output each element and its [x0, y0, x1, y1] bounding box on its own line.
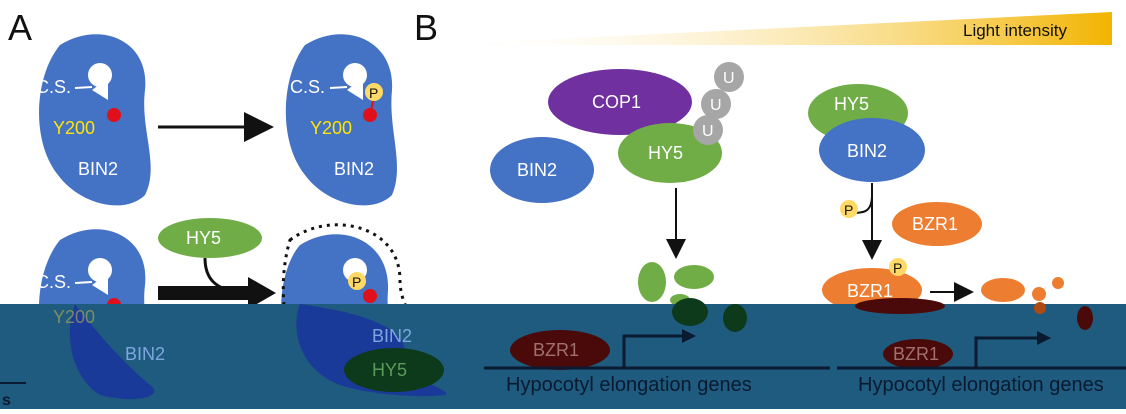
y200-label-overlay: Y200 [53, 307, 95, 327]
bin2-label-top-left: BIN2 [78, 159, 118, 179]
cs-label-bottom-left: C.S. [36, 272, 71, 292]
hy5-label-light: HY5 [834, 94, 869, 114]
phospho-dot-bottom [348, 272, 366, 290]
bzr1-bound-dark [510, 330, 610, 370]
bzr1-phosphorylated-label: BZR1 [847, 281, 893, 301]
bin2-label-top-right: BIN2 [334, 159, 374, 179]
bzr1-bound-dark-label: BZR1 [533, 340, 579, 360]
ubiquitin-2 [701, 89, 731, 119]
ubiquitin-label-1: U [723, 70, 735, 87]
bin2-oval-dark [490, 137, 594, 203]
transcription-arrow-light [974, 336, 1040, 368]
genes-label-light: Hypocotyl elongation genes [858, 374, 1104, 396]
hy5-oval-panel-a [158, 218, 262, 258]
phospho-label-top: P [369, 85, 378, 101]
cs-label-top-right: C.S. [290, 77, 325, 97]
bzr1-bound-light-label: BZR1 [893, 344, 939, 364]
light-intensity-gradient [432, 12, 1112, 45]
panel-a-label: A [8, 7, 32, 48]
bin2-crescent-top-left [39, 34, 151, 206]
y200-label-top-left: Y200 [53, 118, 95, 138]
bin2-oval-light [819, 118, 925, 182]
bin2-label-dark: BIN2 [517, 160, 557, 180]
bzr1-bound-light [883, 339, 953, 369]
hy5-label-dark: HY5 [648, 143, 683, 163]
bin2-crescent-top-right [285, 34, 397, 206]
hy5-label-panel-a: HY5 [186, 228, 221, 248]
ubiquitin-3 [693, 115, 723, 145]
bin2-label-bottom-left: BIN2 [125, 344, 165, 364]
thick-arrow-bottom [158, 277, 276, 309]
ubiquitin-label-3: U [702, 123, 714, 140]
phospho-label-light-1: P [844, 202, 853, 218]
cs-label-top-left: C.S. [36, 77, 71, 97]
phospho-dot-light-1 [840, 200, 858, 218]
genes-label-dark: Hypocotyl elongation genes [506, 374, 752, 396]
cop1-label: COP1 [592, 92, 641, 112]
cop1-oval [548, 69, 692, 135]
phospho-label-bottom: P [352, 274, 361, 290]
ubiquitin-label-2: U [710, 97, 722, 114]
phospho-dot-top [365, 83, 383, 101]
phospho-label-light-2: P [893, 260, 902, 276]
hy5-label-complex: HY5 [372, 360, 407, 380]
bzr1-oval-light [892, 202, 982, 246]
bin2-label-complex: BIN2 [372, 326, 412, 346]
bin2-label-light: BIN2 [847, 141, 887, 161]
light-intensity-label: Light intensity [963, 21, 1067, 40]
ubiquitin-1 [714, 62, 744, 92]
y200-label-top-right: Y200 [310, 118, 352, 138]
bzr1-fragments [981, 277, 1064, 302]
phospho-dot-light-2 [889, 258, 907, 276]
tyrosine-dot [107, 108, 121, 122]
bottom-left-fragment: s [2, 392, 11, 409]
panel-b-label: B [414, 7, 438, 48]
transcription-arrow-dark [622, 334, 685, 368]
hy5-fragments [638, 262, 714, 306]
hy5-oval-complex [344, 348, 444, 392]
bzr1-label-light: BZR1 [912, 214, 958, 234]
